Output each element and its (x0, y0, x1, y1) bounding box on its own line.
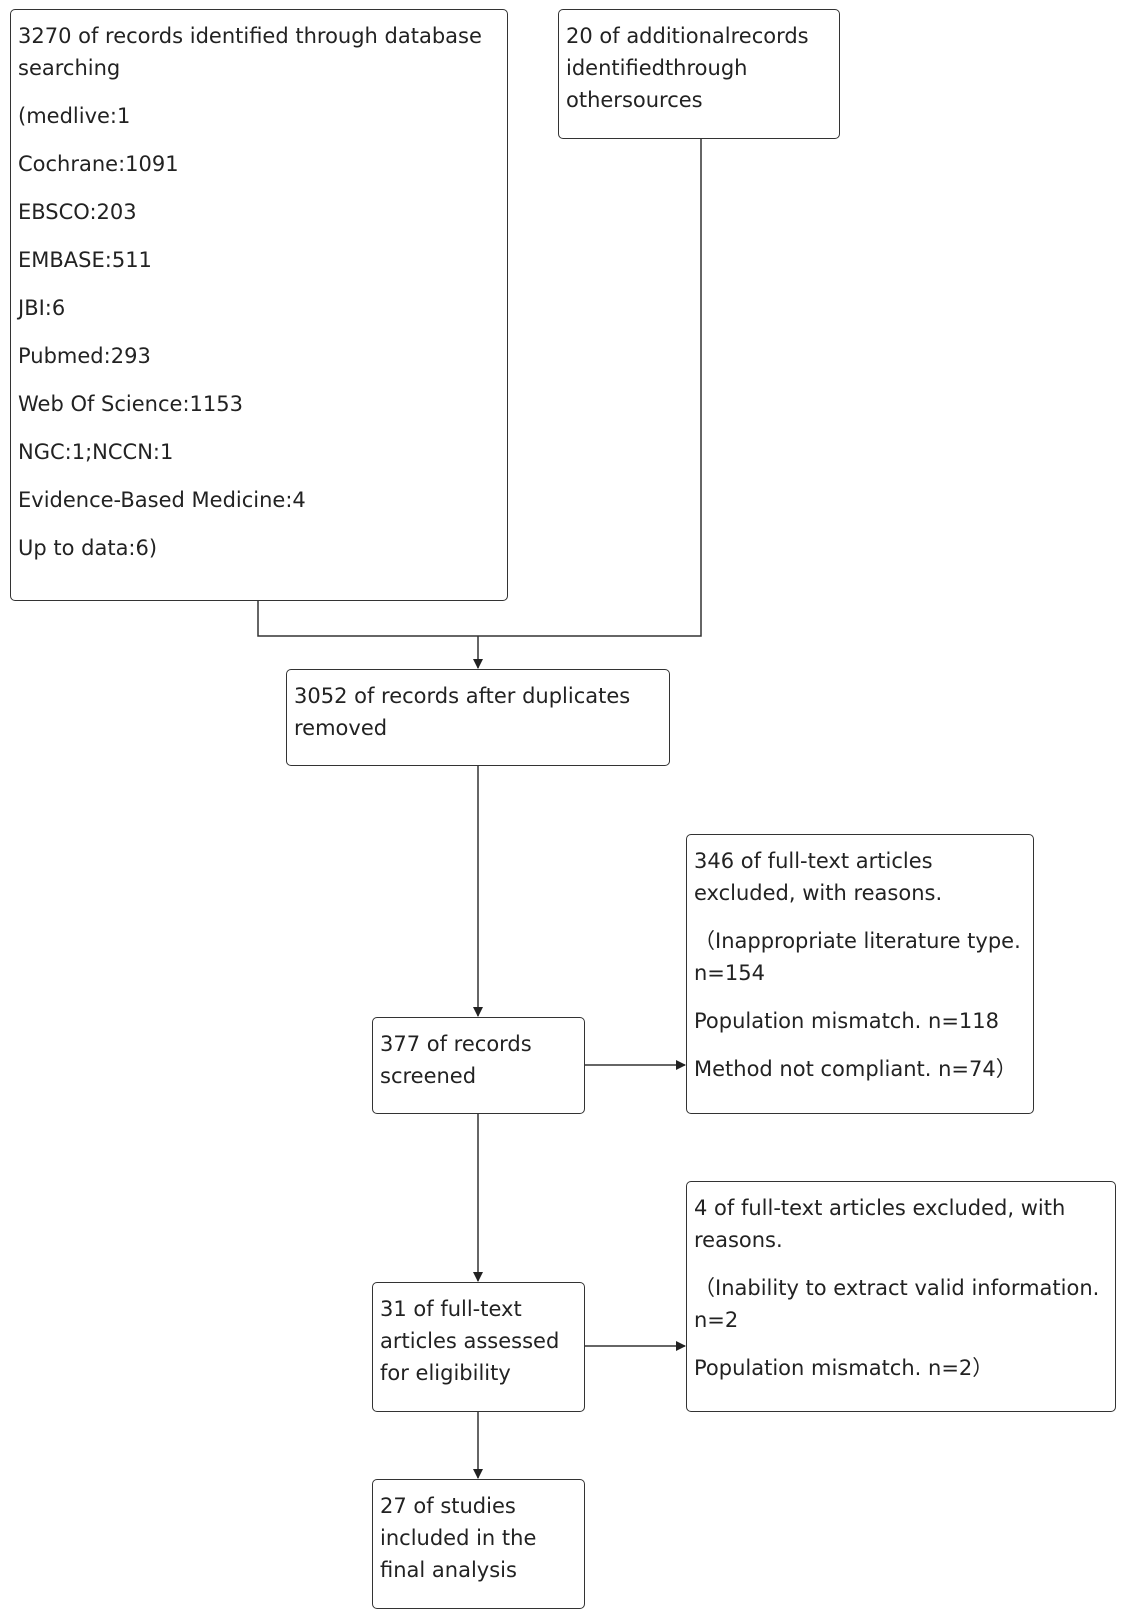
source-up-to-data: Up to data:6) (18, 536, 158, 560)
source-embase: EMBASE:511 (18, 248, 152, 272)
reason-population-mismatch-eligibility: Population mismatch. n=2） (694, 1356, 994, 1380)
source-pubmed: Pubmed:293 (18, 344, 151, 368)
other-sources-text: 20 of additionalrecords identifiedthroug… (566, 24, 809, 112)
reason-inappropriate-literature-type: （Inappropriate literature type. n=154 (694, 929, 1021, 985)
included-box: 27 of studies included in the final anal… (372, 1479, 585, 1609)
excluded-eligibility-box: 4 of full-text articles excluded, with r… (686, 1181, 1116, 1412)
excluded-eligibility-heading: 4 of full-text articles excluded, with r… (694, 1196, 1066, 1252)
source-ebsco: EBSCO:203 (18, 200, 137, 224)
database-search-box: 3270 of records identified through datab… (10, 9, 508, 601)
source-evidence-based-medicine: Evidence-Based Medicine:4 (18, 488, 306, 512)
merge-line-left (257, 601, 478, 637)
eligibility-box: 31 of full-text articles assessed for el… (372, 1282, 585, 1412)
excluded-screening-heading: 346 of full-text articles excluded, with… (694, 849, 943, 905)
merge-line-right (478, 139, 702, 637)
source-jbi: JBI:6 (18, 296, 66, 320)
source-web-of-science: Web Of Science:1153 (18, 392, 243, 416)
screened-box: 377 of records screened (372, 1017, 585, 1114)
reason-population-mismatch: Population mismatch. n=118 (694, 1009, 999, 1033)
screened-text: 377 of records screened (380, 1032, 532, 1088)
duplicates-removed-text: 3052 of records after duplicates removed (294, 684, 631, 740)
excluded-screening-box: 346 of full-text articles excluded, with… (686, 834, 1034, 1114)
other-sources-box: 20 of additionalrecords identifiedthroug… (558, 9, 840, 139)
duplicates-removed-box: 3052 of records after duplicates removed (286, 669, 670, 766)
eligibility-text: 31 of full-text articles assessed for el… (380, 1297, 560, 1385)
database-search-heading: 3270 of records identified through datab… (18, 24, 482, 80)
included-text: 27 of studies included in the final anal… (380, 1494, 537, 1582)
reason-method-not-compliant: Method not compliant. n=74） (694, 1057, 1017, 1081)
source-ngc-nccn: NGC:1;NCCN:1 (18, 440, 174, 464)
source-medlive: (medlive:1 (18, 104, 131, 128)
source-cochrane: Cochrane:1091 (18, 152, 179, 176)
reason-inability-to-extract: （Inability to extract valid information.… (694, 1276, 1100, 1332)
